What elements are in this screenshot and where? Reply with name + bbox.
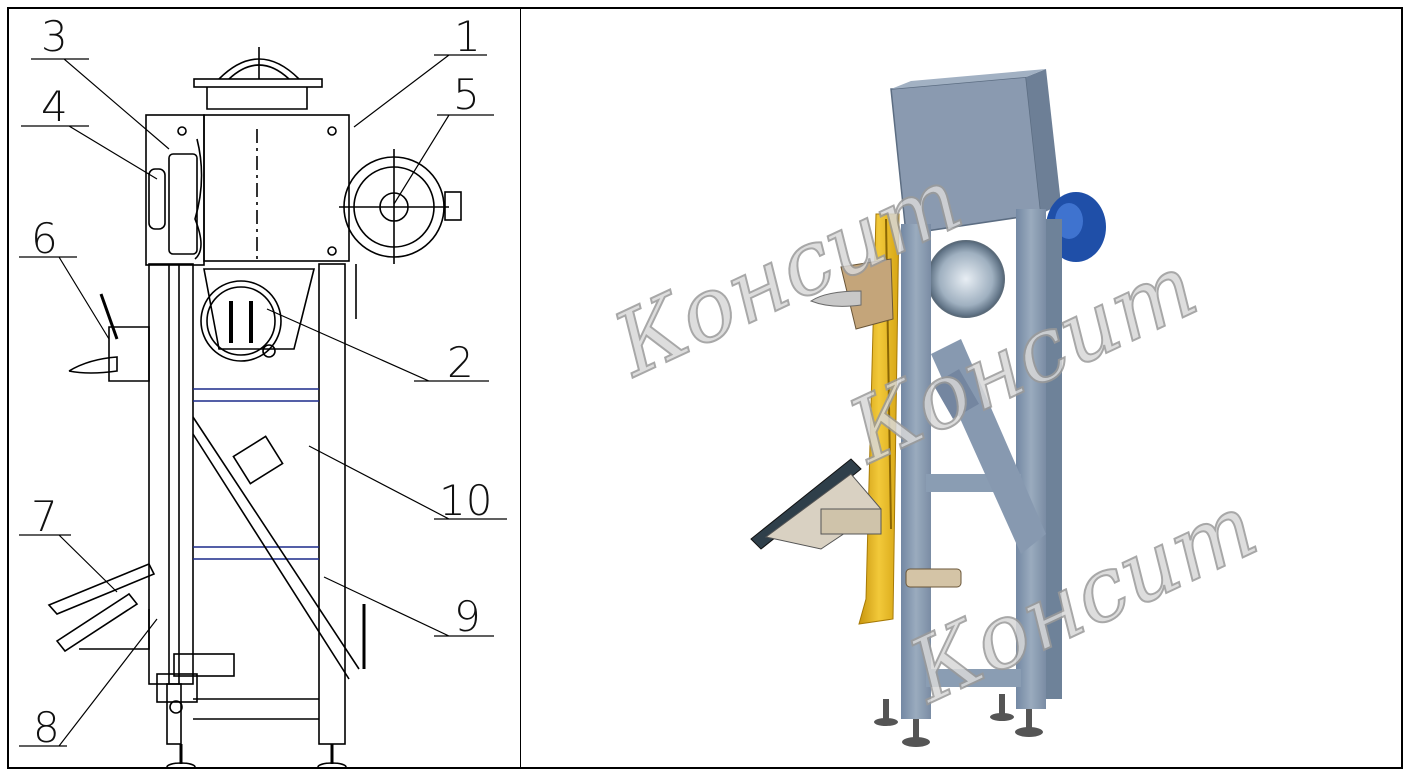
foot-stem bbox=[913, 719, 919, 741]
leader-9 bbox=[323, 576, 494, 637]
control-column bbox=[145, 114, 205, 266]
bag-clamp bbox=[809, 258, 894, 330]
callout-5: 5 bbox=[453, 70, 480, 119]
callout-4: 4 bbox=[41, 82, 68, 131]
brace-clamp bbox=[933, 369, 979, 419]
technical-drawing-panel: 1 2 3 4 5 6 7 8 9 10 bbox=[7, 7, 521, 769]
frame-leg-left bbox=[166, 683, 182, 745]
carriage bbox=[173, 653, 235, 677]
callout-3: 3 bbox=[41, 12, 68, 61]
callout-8: 8 bbox=[33, 703, 60, 752]
leader-3 bbox=[31, 58, 170, 150]
tray-clamp bbox=[820, 508, 882, 535]
spout bbox=[809, 290, 862, 307]
bolt bbox=[327, 246, 337, 256]
frame-leg-front-right bbox=[1016, 209, 1046, 709]
clamp-cylinder bbox=[99, 293, 119, 340]
callout-6: 6 bbox=[31, 214, 58, 263]
brace-clamp bbox=[232, 435, 284, 485]
frame-leg-front-left bbox=[901, 224, 931, 719]
leader-6 bbox=[19, 256, 110, 340]
foot-pad bbox=[317, 762, 347, 767]
bag-holder-lower bbox=[55, 592, 139, 653]
foot-pad bbox=[902, 737, 930, 747]
carriage-base bbox=[156, 673, 198, 703]
leader-5 bbox=[393, 114, 494, 205]
frame bbox=[901, 209, 1062, 719]
callout-labels: 1 2 3 4 5 6 7 8 9 10 bbox=[31, 12, 492, 752]
hopper-body bbox=[203, 114, 350, 262]
watermark-text: Консит bbox=[892, 474, 1271, 724]
tray-edge bbox=[750, 458, 862, 550]
bag-holder-upper bbox=[47, 562, 156, 615]
feet bbox=[874, 694, 1043, 747]
hose bbox=[194, 138, 203, 260]
frame-leg-right bbox=[318, 263, 346, 745]
bag-clamp bbox=[108, 326, 150, 382]
pneumatic-cylinder bbox=[905, 568, 962, 588]
leader-7 bbox=[19, 534, 118, 593]
callout-2: 2 bbox=[447, 338, 474, 387]
chute-window-inner bbox=[206, 286, 276, 356]
frame-leg-rear bbox=[1046, 219, 1062, 699]
clamp-arm bbox=[840, 258, 894, 330]
diagonal-brace bbox=[192, 416, 360, 680]
bolt bbox=[177, 126, 187, 136]
machine-outline bbox=[47, 47, 462, 767]
bag-holder-base bbox=[79, 609, 150, 650]
leader-4 bbox=[21, 125, 158, 180]
hopper bbox=[890, 69, 1061, 235]
leader-1 bbox=[353, 54, 487, 128]
chute-knob bbox=[262, 344, 276, 358]
callout-7: 7 bbox=[31, 492, 58, 541]
hopper-top bbox=[891, 69, 1046, 89]
watermarks: Консит Консит Консит bbox=[596, 146, 1272, 725]
carriage-pin bbox=[169, 700, 183, 714]
leader-lines bbox=[19, 54, 507, 747]
leader-2 bbox=[266, 308, 489, 382]
foot-pad bbox=[1015, 727, 1043, 737]
valve bbox=[148, 168, 166, 230]
callout-9: 9 bbox=[454, 592, 481, 641]
foot-stem bbox=[1026, 709, 1032, 731]
foot-stem bbox=[999, 694, 1005, 716]
frame-crossbar-bottom bbox=[926, 669, 1021, 687]
chute-window bbox=[200, 280, 282, 362]
pneumatic-cylinder bbox=[168, 153, 198, 255]
foot-pad bbox=[166, 762, 196, 767]
inlet-flange bbox=[193, 78, 323, 88]
discharge-chute bbox=[203, 268, 316, 350]
foot-stem bbox=[883, 699, 889, 721]
spout bbox=[68, 356, 118, 374]
technical-drawing: 1 2 3 4 5 6 7 8 9 10 bbox=[19, 12, 507, 767]
motor-terminal bbox=[444, 191, 462, 221]
callout-1: 1 bbox=[454, 12, 481, 61]
foot-pad bbox=[990, 713, 1014, 721]
leader-8 bbox=[19, 618, 158, 747]
inlet-neck bbox=[206, 87, 308, 110]
foot-pad bbox=[874, 718, 898, 726]
product-photo: Консит Консит Консит bbox=[596, 69, 1272, 747]
bag-holder bbox=[750, 458, 882, 550]
product-photo-panel: Консит Консит Консит bbox=[520, 7, 1403, 769]
leader-10 bbox=[308, 445, 507, 520]
callout-10: 10 bbox=[439, 476, 492, 525]
hopper-side bbox=[1026, 69, 1061, 214]
bolt bbox=[327, 126, 337, 136]
